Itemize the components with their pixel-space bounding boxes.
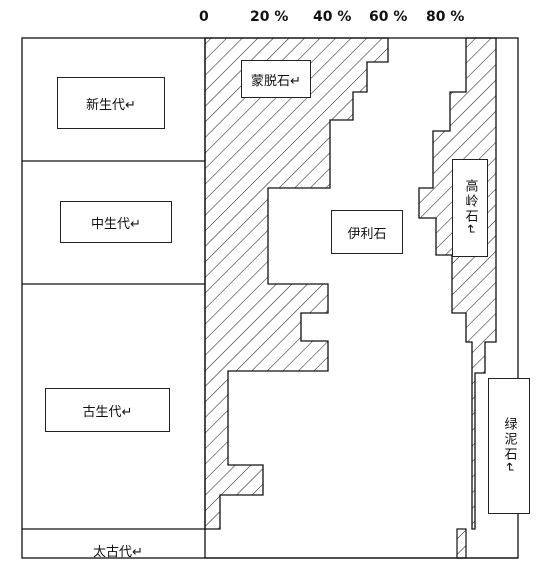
era-label-paleozoic: 古生代↵	[45, 388, 170, 432]
axis-tick-0: 0	[199, 9, 209, 25]
era-label-cenozoic: 新生代↵	[57, 77, 165, 129]
era-label-mesozoic: 中生代↵	[60, 201, 172, 243]
axis-tick-60: 60 %	[369, 9, 408, 25]
kaolinite-region	[418, 37, 497, 530]
mineral-label-chlorite: 绿泥石↵	[488, 378, 530, 514]
archean-strip	[456, 528, 467, 559]
mineral-label-montmorillonite: 蒙脱石↵	[241, 60, 311, 98]
mineral-label-kaolinite: 高岭石↵	[452, 159, 488, 257]
mineral-label-illite: 伊利石	[331, 210, 403, 254]
era-label-archean: 太古代↵	[93, 545, 143, 560]
axis-tick-20: 20 %	[250, 9, 289, 25]
axis-tick-80: 80 %	[426, 9, 465, 25]
montmorillonite-region	[204, 37, 389, 530]
axis-tick-40: 40 %	[313, 9, 352, 25]
